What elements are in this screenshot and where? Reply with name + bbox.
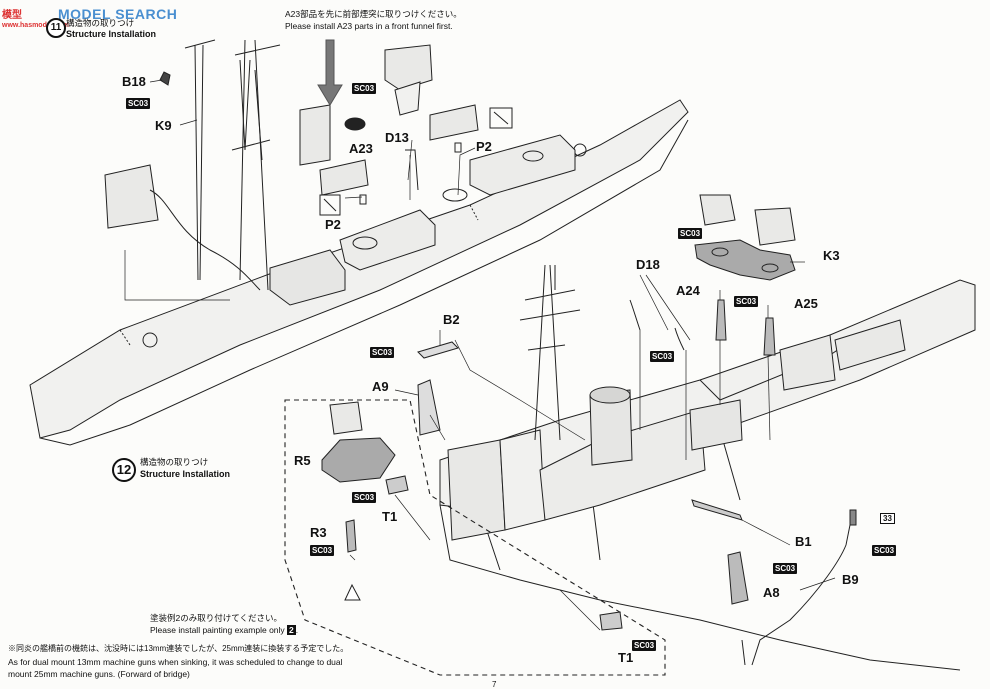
part-label-b9: B9 [842,572,859,587]
part-label-b2: B2 [443,312,460,327]
part-label-k9: K9 [155,118,172,133]
step-12-title-jp: 構造物の取りつけ [140,457,209,467]
part-label-t1: T1 [618,650,634,665]
cement-badge: SC03 [352,492,377,503]
front-funnel-note-jp: A23部品を先に前部煙突に取りつけください。 [285,9,462,19]
painting-note-jp: 塗装例2のみ取り付けてください。 [150,613,282,623]
decal-number: 33 [880,513,895,524]
page-number: 7 [492,680,497,689]
step-11-title-en: Structure Installation [66,29,157,39]
part-label-a23: A23 [349,141,373,156]
part-label-a25: A25 [794,296,818,311]
cement-badge: SC03 [872,545,897,556]
step-12-badge: 12 [112,458,136,482]
cement-badge: SC03 [126,98,151,109]
install-arrow [317,39,343,106]
cement-badge: SC03 [310,545,335,556]
upper-masts [104,39,513,291]
part-label-d18: D18 [636,257,660,272]
machine-gun-note-jp: ※同炎の艦橋前の機銃は、沈没時には13mm連装でしたが、25mm連装に換装する予… [8,644,349,653]
upper-hull [29,99,689,446]
part-label-k3: K3 [823,248,840,263]
part-label-p2: P2 [325,217,341,232]
painting-note-en: Please install painting example only 2. [150,625,299,635]
part-label-b1: B1 [795,534,812,549]
cement-badge: SC03 [650,351,675,362]
painting-note-en-text: Please install painting example only [150,625,285,635]
cement-badge: SC03 [632,640,657,651]
part-label-p2: P2 [476,139,492,154]
watermark-cn: 模型 [2,10,22,21]
step-11-badge: 11 [46,18,66,38]
part-label-a24: A24 [676,283,700,298]
lower-hull [321,194,976,671]
part-label-a9: A9 [372,379,389,394]
part-label-r5: R5 [294,453,311,468]
part-label-d13: D13 [385,130,409,145]
cement-badge: SC03 [370,347,395,358]
cement-badge: SC03 [678,228,703,239]
painting-example-number: 2 [287,625,296,635]
step-11-title-jp: 構造物の取りつけ [66,18,135,28]
watermark-logo: MODEL SEARCH [58,6,178,22]
watermark-url: www.hasmodel.com [2,22,70,29]
part-label-a8: A8 [763,585,780,600]
part-label-b18: B18 [122,74,146,89]
cement-badge: SC03 [773,563,798,574]
machine-gun-note-en-2: mount 25mm machine guns. (Forward of bri… [8,669,190,679]
front-funnel-note-en: Please install A23 parts in a front funn… [285,21,453,31]
cement-badge: SC03 [352,83,377,94]
painting-example-callout [284,399,666,676]
part-label-r3: R3 [310,525,327,540]
cement-badge: SC03 [734,296,759,307]
part-label-t1: T1 [382,509,398,524]
step-12-title-en: Structure Installation [140,469,231,479]
machine-gun-note-en-1: As for dual mount 13mm machine guns when… [8,657,343,667]
